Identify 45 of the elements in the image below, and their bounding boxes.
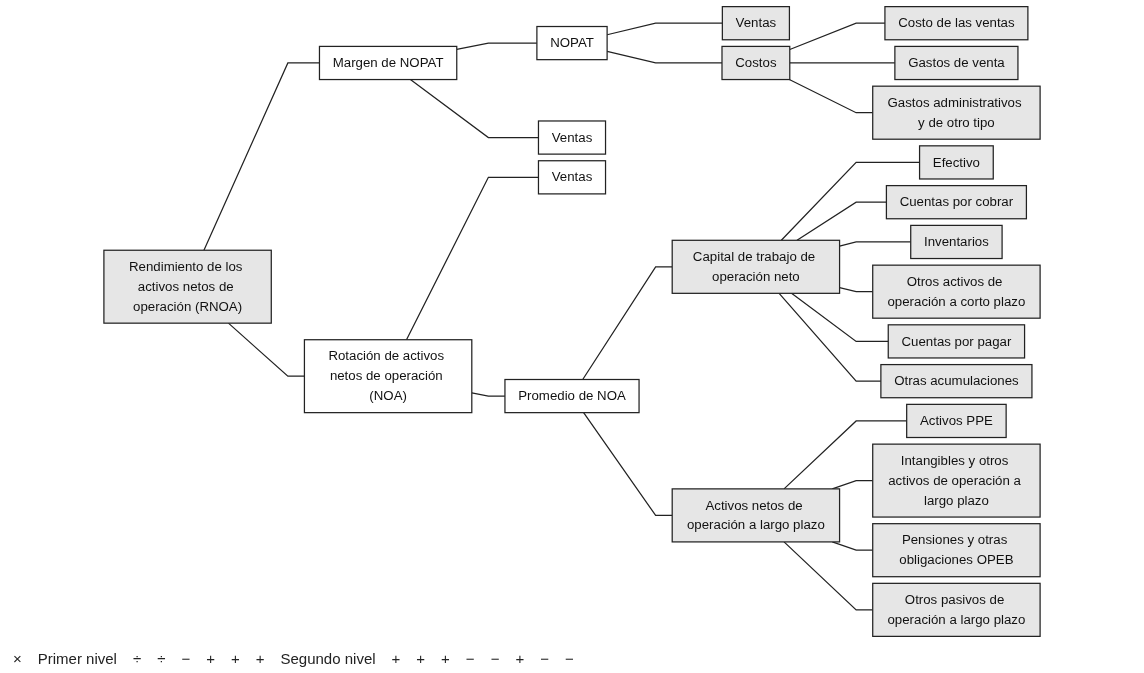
note-label: + <box>229 648 241 668</box>
node-box: Otras acumulaciones <box>880 363 1033 399</box>
connector <box>790 292 889 342</box>
note-label: − <box>563 648 575 668</box>
connector <box>583 412 673 516</box>
node-box: Gastos administrativos y de otro tipo <box>872 85 1041 140</box>
note-label: + <box>514 648 526 668</box>
note-label: + <box>205 648 216 668</box>
note-label: Primer nivel <box>36 648 118 668</box>
node-box: Intangibles y otros activos de operación a largo plazo <box>872 443 1041 518</box>
node-box: Capital de trabajo de operación neto <box>671 239 841 294</box>
node-box: Costos <box>721 45 791 81</box>
note-label: + <box>254 648 266 668</box>
note-label: × <box>12 648 23 668</box>
node-box: Pensiones y otras obligaciones OPEB <box>872 523 1041 578</box>
node-box: Ventas <box>537 120 607 155</box>
node-box: Promedio de NOA <box>504 378 640 414</box>
note-label: Segundo nivel <box>279 648 377 668</box>
node-box: Activos netos de operación a largo plazo <box>671 488 841 543</box>
connector <box>582 266 673 381</box>
node-box: Efectivo <box>918 145 994 180</box>
note-label: ÷ <box>131 648 143 668</box>
node-box: Rendimiento de los activos netos de operación (RNOA) <box>103 249 272 324</box>
node-box: Activos PPE <box>906 403 1007 439</box>
note-label: + <box>390 648 402 668</box>
node-box: Otros pasivos de operación a largo plazo <box>872 582 1041 637</box>
node-box: Margen de NOPAT <box>318 45 458 81</box>
note-label: − <box>489 648 501 668</box>
node-box: Cuentas por cobrar <box>885 185 1028 220</box>
note-label: + <box>440 648 451 668</box>
node-box: Ventas <box>537 160 607 195</box>
note-label: + <box>415 648 427 668</box>
node-box: Inventarios <box>910 224 1003 260</box>
node-box: Gastos de venta <box>894 45 1019 81</box>
node-box: Otros activos de operación a corto plazo <box>872 264 1041 319</box>
node-box: Ventas <box>721 6 791 41</box>
connector <box>796 201 887 241</box>
note-label: − <box>180 648 192 668</box>
node-box: Rotación de activos netos de operación (NOA) <box>303 339 473 414</box>
note-label: − <box>539 648 550 668</box>
node-box: Cuentas por pagar <box>887 324 1026 359</box>
node-box: Costo de las ventas <box>884 6 1029 41</box>
note-label: ÷ <box>156 648 167 668</box>
node-box: NOPAT <box>536 25 608 61</box>
note-label: − <box>464 648 476 668</box>
